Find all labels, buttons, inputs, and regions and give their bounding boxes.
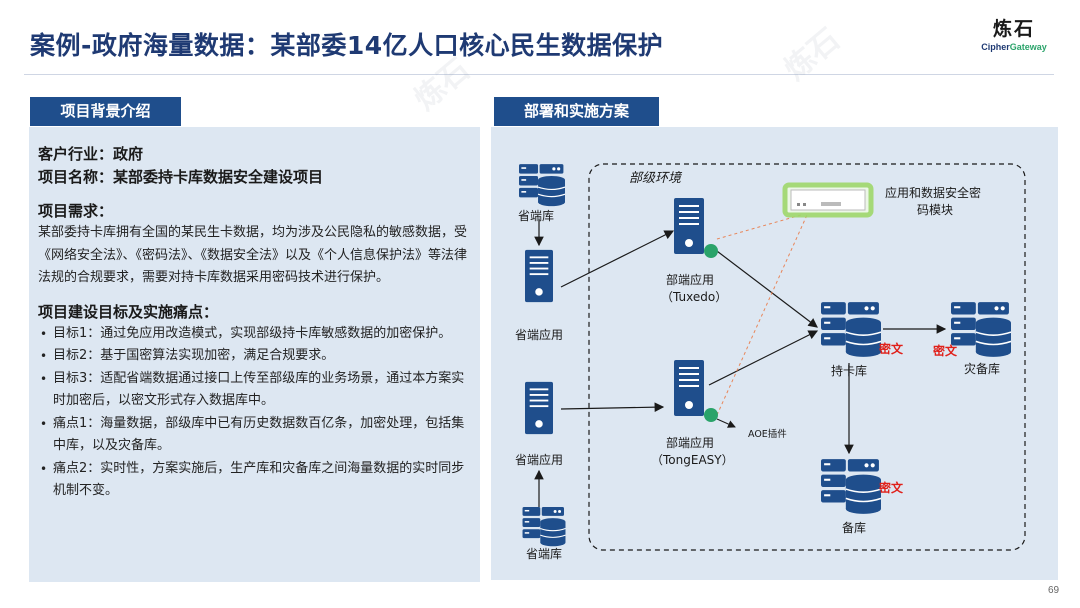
label-crypto-module-1: 应用和数据安全密	[885, 185, 981, 200]
arrow-aoe-plugin	[716, 418, 736, 428]
deployment-diagram: 部级环境 省端库 省端应用 部端应用 （Tuxedo） 应用和数据安全密 码模块…	[515, 163, 1026, 561]
label-aoe-plugin: AOE插件	[748, 428, 787, 440]
server-icon	[674, 360, 704, 416]
label-card-db: 持卡库	[831, 363, 867, 378]
label-prov-app-bottom: 省端应用	[515, 452, 563, 467]
label-tuxedo-1: 部端应用	[666, 272, 714, 287]
label-backup-db: 备库	[842, 520, 866, 535]
label-tuxedo-2: （Tuxedo）	[661, 290, 727, 304]
background-panel: 客户行业：政府 项目名称：某部委持卡库数据安全建设项目 项目需求： 某部委持卡库…	[29, 127, 480, 582]
brand-logo: 炼石 CipherGateway	[974, 14, 1054, 52]
goal-item: 目标1：通过免应用改造模式，实现部级持卡库敏感数据的加密保护。	[38, 323, 472, 346]
arrow-provapp-to-tuxedo	[560, 230, 675, 288]
label-tongeasy-2: （TongEASY）	[651, 453, 734, 467]
project-name: 项目名称：某部委持卡库数据安全建设项目	[38, 168, 324, 186]
label-cipher-drdb: 密文	[933, 343, 958, 358]
gear-icon	[704, 244, 718, 258]
section-label-deployment: 部署和实施方案	[494, 97, 659, 126]
arrow-tongeasy-to-carddb	[708, 330, 819, 386]
needs-text: 某部委持卡库拥有全国的某民生卡数据，均为涉及公民隐私的敏感数据，受《网络安全法》…	[38, 225, 468, 285]
title-divider	[24, 74, 1054, 75]
database-icon	[951, 302, 1011, 358]
label-crypto-module-2: 码模块	[917, 203, 953, 217]
goals-list: 目标1：通过免应用改造模式，实现部级持卡库敏感数据的加密保护。 目标2：基于国密…	[38, 323, 472, 503]
goal-item: 痛点2：实时性，方案实施后，生产库和灾备库之间海量数据的实时同步机制不变。	[38, 458, 472, 503]
page-number: 69	[1048, 585, 1060, 596]
label-prov-app-top: 省端应用	[515, 327, 563, 342]
needs-heading: 项目需求：	[38, 202, 114, 220]
label-dr-db: 灾备库	[964, 361, 1000, 376]
label-tongeasy-1: 部端应用	[666, 435, 714, 450]
logo-en-part2: Gateway	[1009, 42, 1047, 52]
deployment-panel	[491, 127, 1058, 580]
link-tongeasy-to-module	[716, 214, 808, 416]
gear-icon	[704, 408, 718, 422]
section-label-background: 项目背景介绍	[30, 97, 181, 126]
logo-chinese: 炼石	[992, 18, 1035, 40]
label-prov-db-top: 省端库	[518, 208, 554, 223]
database-icon	[519, 164, 565, 207]
customer-industry: 客户行业：政府	[38, 145, 144, 163]
label-prov-db-bottom: 省端库	[526, 546, 562, 561]
label-cipher-backup: 密文	[879, 480, 904, 495]
goal-item: 目标3：适配省端数据通过接口上传至部级库的业务场景，通过本方案实时加密后，以密文…	[38, 368, 472, 413]
server-icon	[525, 381, 553, 435]
crypto-module-device-icon	[782, 182, 874, 218]
goal-item: 痛点1：海量数据，部级库中已有历史数据数百亿条，加密处理，包括集中库，以及灾备库…	[38, 413, 472, 458]
watermark: 炼石	[778, 21, 847, 88]
goal-item: 目标2：基于国密算法实现加密，满足合规要求。	[38, 345, 472, 368]
arrow-provapp-to-tongeasy	[560, 402, 665, 412]
page-title: 案例-政府海量数据：某部委14亿人口核心民生数据保护	[30, 31, 664, 60]
arrow-tuxedo-to-carddb	[708, 244, 818, 328]
link-tuxedo-to-module	[716, 214, 802, 240]
logo-english: CipherGateway	[974, 42, 1054, 52]
goals-heading: 项目建设目标及实施痛点：	[38, 302, 219, 321]
env-boundary	[588, 163, 1026, 551]
label-cipher-carddb: 密文	[879, 341, 904, 356]
database-icon	[821, 459, 881, 515]
server-icon	[674, 198, 704, 254]
database-icon	[521, 507, 567, 547]
database-icon	[821, 302, 881, 358]
env-label: 部级环境	[629, 171, 683, 186]
server-icon	[525, 249, 553, 303]
logo-en-part1: Cipher	[981, 42, 1010, 52]
